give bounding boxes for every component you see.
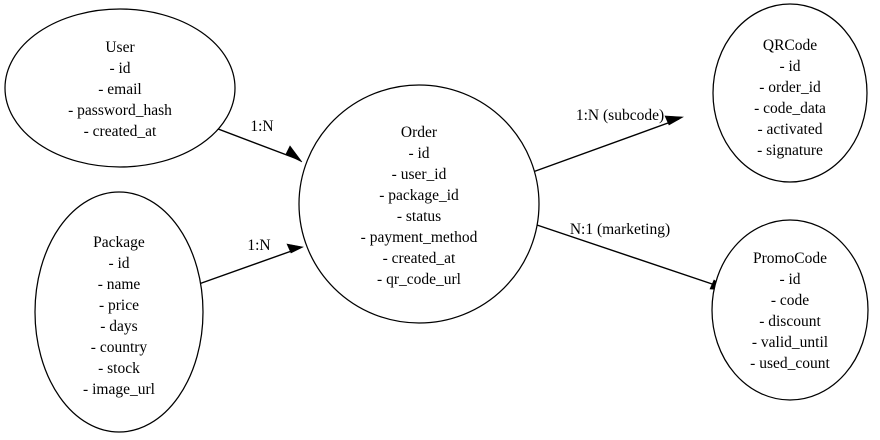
entity-order-attribute: - qr_code_url <box>377 271 461 288</box>
entity-user-ellipse[interactable] <box>4 8 236 168</box>
entity-order[interactable]: Order - id - user_id - package_id - stat… <box>298 84 540 324</box>
edge-order-promocode: N:1 (marketing) <box>530 221 730 291</box>
edge-order-promocode-label: N:1 (marketing) <box>570 221 670 238</box>
entity-promocode-attribute: - code <box>771 292 809 309</box>
entity-package[interactable]: Package - id - name - price - days - cou… <box>34 191 204 433</box>
entity-user-attribute: - id <box>109 60 130 77</box>
edge-package-order-label: 1:N <box>247 237 270 254</box>
entity-qrcode-name: QRCode <box>763 37 817 54</box>
edge-package-order: 1:N <box>195 237 304 286</box>
entity-qrcode-attribute: - activated <box>758 121 823 138</box>
entity-promocode-ellipse[interactable] <box>711 219 869 401</box>
entity-order-ellipse[interactable] <box>298 84 540 324</box>
entity-user-attribute: - created_at <box>84 123 157 140</box>
entity-user-name: User <box>105 39 135 56</box>
edge-order-qrcode-line <box>529 118 680 174</box>
entity-promocode-attribute: - used_count <box>750 355 830 372</box>
entity-qrcode[interactable]: QRCode - id - order_id - code_data - act… <box>712 3 868 183</box>
edge-user-order: 1:N <box>204 118 303 163</box>
edge-order-promocode-line <box>530 222 725 289</box>
entity-promocode[interactable]: PromoCode - id - code - discount - valid… <box>711 219 869 401</box>
entity-package-attribute: - country <box>91 339 148 356</box>
entity-order-attribute: - package_id <box>379 187 459 204</box>
entity-promocode-attribute: - discount <box>759 313 821 330</box>
entity-package-ellipse[interactable] <box>34 191 204 433</box>
entity-package-attribute: - days <box>100 318 137 335</box>
entity-order-attribute: - payment_method <box>361 229 478 246</box>
entity-order-attribute: - created_at <box>383 250 456 267</box>
entity-order-name: Order <box>401 124 438 141</box>
entity-package-name: Package <box>93 234 145 251</box>
entity-order-attribute: - user_id <box>392 166 447 183</box>
entity-package-attribute: - id <box>108 255 129 272</box>
entity-qrcode-attribute: - id <box>779 58 800 75</box>
entity-package-attribute: - image_url <box>83 381 155 398</box>
entity-user-attribute: - email <box>98 81 141 98</box>
edge-user-order-label: 1:N <box>250 118 273 135</box>
entity-user[interactable]: User - id - email - password_hash - crea… <box>4 8 236 168</box>
entity-qrcode-attribute: - order_id <box>759 79 821 96</box>
entity-qrcode-attribute: - signature <box>757 142 823 159</box>
entity-promocode-attribute: - id <box>779 271 800 288</box>
edge-order-qrcode-label: 1:N (subcode) <box>576 107 664 124</box>
entity-promocode-attribute: - valid_until <box>752 334 828 351</box>
edge-user-order-arrowhead <box>285 145 303 163</box>
edge-order-qrcode: 1:N (subcode) <box>529 107 685 174</box>
entity-package-attribute: - stock <box>98 360 140 377</box>
entity-package-attribute: - name <box>98 276 141 293</box>
entity-order-attribute: - status <box>397 208 441 225</box>
entity-promocode-name: PromoCode <box>753 250 827 267</box>
entity-user-attribute: - password_hash <box>68 102 172 119</box>
entity-order-attribute: - id <box>408 145 429 162</box>
edge-package-order-line <box>195 247 301 286</box>
entity-package-attribute: - price <box>99 297 139 314</box>
edge-package-order-arrowhead <box>286 243 304 254</box>
edge-order-qrcode-arrowhead <box>664 115 685 126</box>
edge-user-order-line <box>204 123 301 161</box>
entity-qrcode-ellipse[interactable] <box>712 3 868 183</box>
entity-qrcode-attribute: - code_data <box>754 100 826 117</box>
